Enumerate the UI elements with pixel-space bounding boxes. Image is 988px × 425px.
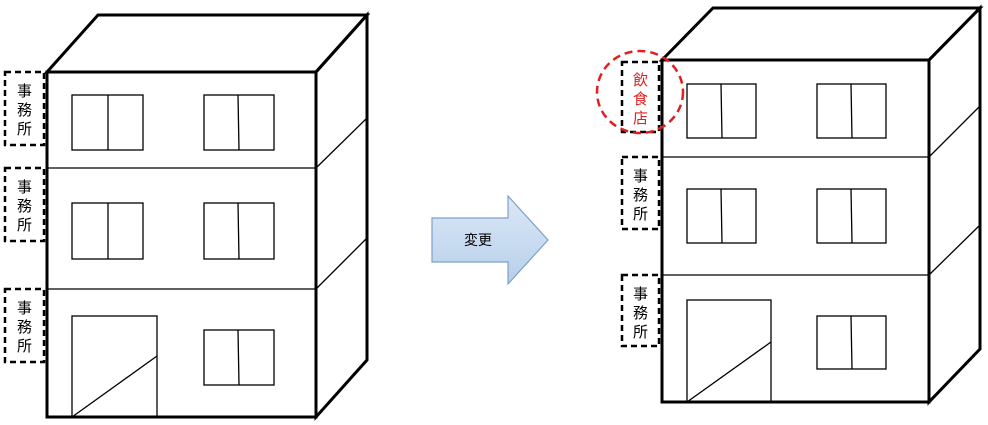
label-after-floor-3: 飲食店	[620, 60, 661, 134]
label-before-floor-3: 事務所	[3, 70, 46, 147]
arrow-shape	[431, 194, 549, 286]
entrance-door	[71, 315, 158, 418]
label-text: 事務所	[17, 82, 32, 138]
arrow-label: 変更	[464, 232, 492, 249]
label-after-floor-2: 事務所	[620, 155, 661, 231]
change-arrow: 変更	[431, 194, 549, 286]
building-after-side	[927, 4, 982, 406]
label-text: 事務所	[17, 299, 32, 355]
building-before-floor-lines	[47, 117, 368, 290]
label-before-floor-2: 事務所	[3, 166, 46, 243]
building-before-side	[314, 11, 369, 421]
building-after	[658, 4, 984, 406]
label-after-floor-1: 事務所	[620, 273, 661, 348]
building-after-windows	[686, 83, 887, 403]
building-before-windows	[71, 94, 275, 418]
building-after-floor-lines	[662, 105, 981, 276]
building-before-front	[45, 70, 318, 419]
building-before-roof	[43, 13, 371, 74]
changed-highlight-circle	[595, 49, 685, 135]
building-after-roof	[658, 6, 984, 62]
label-text: 事務所	[633, 167, 648, 223]
entrance-door	[686, 299, 772, 403]
label-text: 事務所	[633, 285, 648, 341]
label-text: 飲食店	[633, 71, 648, 127]
building-after-front	[660, 58, 931, 404]
building-before	[43, 11, 371, 421]
label-before-floor-1: 事務所	[3, 287, 46, 364]
label-text: 事務所	[17, 178, 32, 234]
